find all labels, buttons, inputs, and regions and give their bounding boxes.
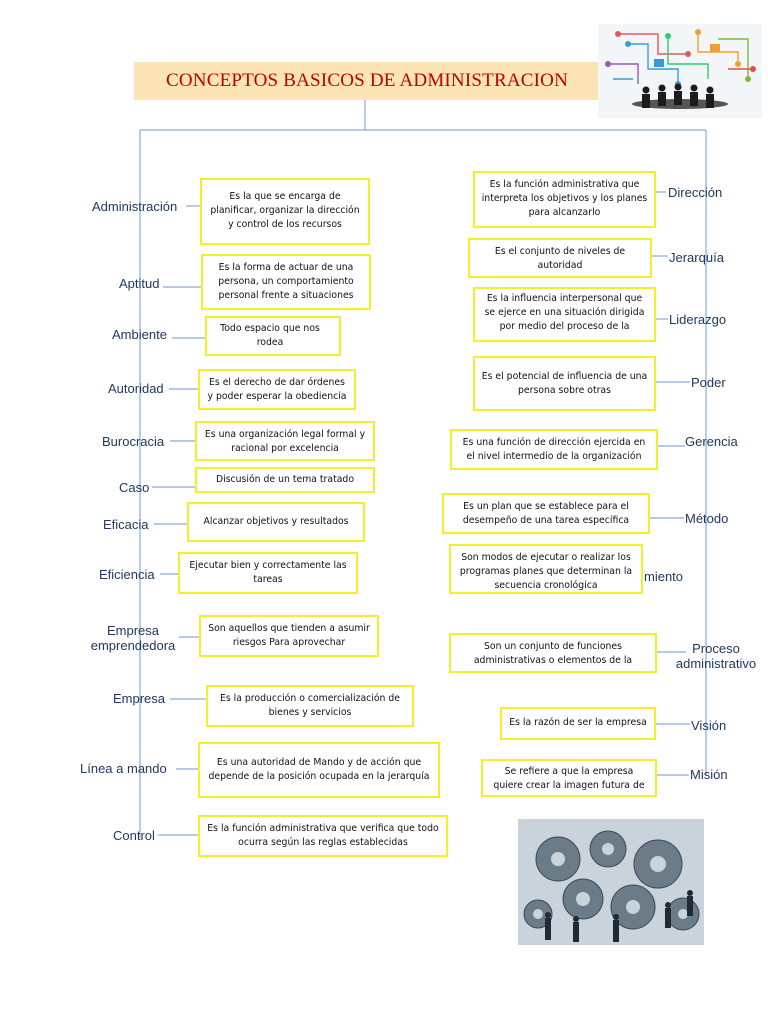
definition-vision: Es la razón de ser la empresa bbox=[500, 707, 656, 740]
term-mision: Misión bbox=[690, 767, 728, 782]
definition-direccion: Es la función administrativa que interpr… bbox=[473, 171, 656, 228]
term-empresa: Empresa bbox=[113, 691, 166, 706]
diagram-title-box: CONCEPTOS BASICOS DE ADMINISTRACION bbox=[134, 62, 600, 100]
definition-metodo: Es un plan que se establece para el dese… bbox=[442, 493, 650, 534]
term-gerencia: Gerencia bbox=[685, 434, 738, 449]
definition-linea-a-mando: Es una autoridad de Mando y de acción qu… bbox=[198, 742, 440, 798]
term-poder: Poder bbox=[691, 375, 726, 390]
definition-caso: Discusión de un tema tratado bbox=[195, 467, 375, 493]
term-procedimiento: miento bbox=[644, 569, 684, 584]
term-liderazgo: Liderazgo bbox=[669, 312, 727, 327]
definition-autoridad: Es el derecho de dar órdenes y poder esp… bbox=[198, 369, 356, 410]
diagram-title: CONCEPTOS BASICOS DE ADMINISTRACION bbox=[165, 70, 568, 91]
definition-control: Es la función administrativa que verific… bbox=[198, 815, 448, 857]
term-burocracia: Burocracia bbox=[102, 434, 165, 449]
definition-mision: Se refiere a que la empresa quiere crear… bbox=[481, 759, 657, 797]
definition-liderazgo: Es la influencia interpersonal que se ej… bbox=[473, 287, 656, 342]
term-linea-a-mando: Línea a mando bbox=[80, 761, 167, 776]
definition-empresa: Es la producción o comercialización de b… bbox=[206, 685, 414, 727]
definition-procedimiento: Son modos de ejecutar o realizar los pro… bbox=[449, 544, 643, 594]
gears-teamwork-image bbox=[518, 819, 704, 945]
term-aptitud: Aptitud bbox=[119, 276, 160, 291]
term-control: Control bbox=[113, 828, 155, 843]
definition-poder: Es el potencial de influencia de una per… bbox=[473, 356, 656, 411]
term-eficacia: Eficacia bbox=[103, 517, 149, 532]
definition-eficacia: Alcanzar objetivos y resultados bbox=[187, 502, 365, 542]
term-autoridad: Autoridad bbox=[108, 381, 164, 396]
term-caso: Caso bbox=[119, 480, 150, 495]
definition-jerarquia: Es el conjunto de niveles de autoridad bbox=[468, 238, 652, 278]
definition-administracion: Es la que se encarga de planificar, orga… bbox=[200, 178, 370, 245]
definition-proceso-administrativo: Son un conjunto de funciones administrat… bbox=[449, 633, 657, 673]
term-empresa-emprendedora: Empresa emprendedora bbox=[90, 623, 176, 653]
definition-ambiente: Todo espacio que nos rodea bbox=[205, 316, 341, 356]
definition-eficiencia: Ejecutar bien y correctamente las tareas bbox=[178, 552, 358, 594]
definition-gerencia: Es una función de dirección ejercida en … bbox=[450, 429, 658, 470]
term-ambiente: Ambiente bbox=[112, 327, 167, 342]
definition-empresa-emprendedora: Son aquellos que tienden a asumir riesgo… bbox=[199, 615, 379, 657]
term-jerarquia: Jerarquía bbox=[669, 250, 724, 265]
term-administracion: Administración bbox=[92, 199, 178, 214]
term-vision: Visión bbox=[691, 718, 727, 733]
term-eficiencia: Eficiencia bbox=[99, 567, 155, 582]
term-metodo: Método bbox=[685, 511, 729, 526]
term-direccion: Dirección bbox=[668, 185, 723, 200]
definition-burocracia: Es una organización legal formal y racio… bbox=[195, 421, 375, 461]
definition-aptitud: Es la forma de actuar de una persona, un… bbox=[201, 254, 371, 310]
term-proceso-administrativo: Proceso administrativo bbox=[675, 641, 757, 671]
business-network-image bbox=[598, 24, 762, 118]
